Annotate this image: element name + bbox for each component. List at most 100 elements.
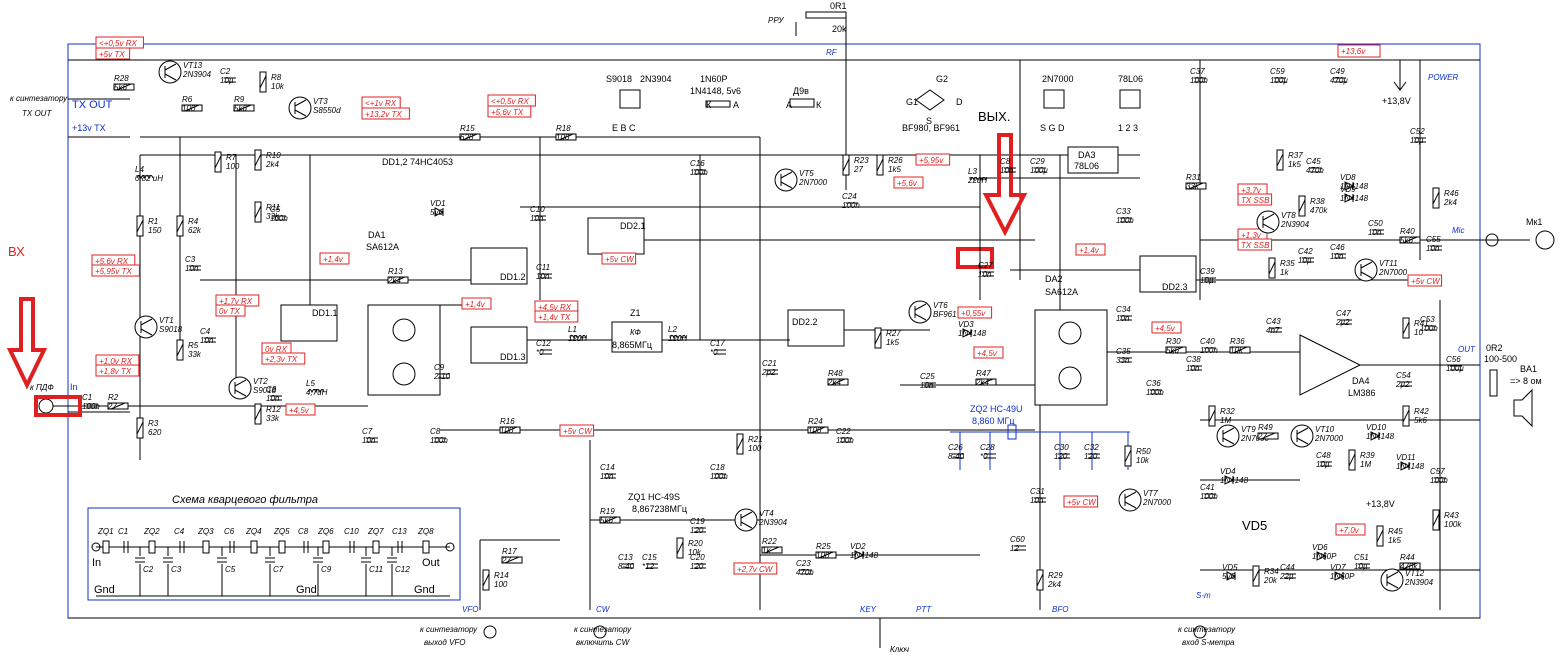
svg-text:S9018: S9018 xyxy=(606,74,632,84)
component-value: 10n xyxy=(600,472,614,481)
voltage-label: TX SSB xyxy=(1241,196,1270,205)
component-value: 1M xyxy=(1360,460,1371,469)
component-value: 10n xyxy=(530,214,544,223)
component-ref: C1 xyxy=(82,393,92,402)
component-value: 33k xyxy=(266,414,280,423)
voltage-label: +4,5v xyxy=(289,406,310,415)
component-value: 1k5 xyxy=(888,165,901,174)
component-value: 100n xyxy=(842,201,860,210)
pdf-port-label: к ПДФ xyxy=(30,383,54,392)
supply-box xyxy=(1337,44,1381,58)
component-ref: C4 xyxy=(200,327,211,336)
component-ref: VT5 xyxy=(799,169,814,178)
component-value: 1N4148 xyxy=(958,329,987,338)
component-value: 2N7000 xyxy=(1240,434,1270,443)
component-value: S9018 xyxy=(159,325,183,334)
component-value: 10n xyxy=(185,264,199,273)
voltage-label-box xyxy=(1407,274,1443,287)
component-value: 5v6 xyxy=(1222,572,1235,581)
filter-gnd-3: Gnd xyxy=(414,584,435,596)
filter-cap-c2: C2 xyxy=(135,547,154,596)
da2-chip xyxy=(1034,309,1108,406)
component-ref: R26 xyxy=(888,156,903,165)
z1-filter xyxy=(611,321,663,353)
filter-part-c8: C8 xyxy=(298,527,309,553)
voltage-label-box xyxy=(1063,495,1099,508)
svg-text:BF980, BF961: BF980, BF961 xyxy=(902,123,960,133)
component-ref: R18 xyxy=(556,124,571,133)
voltage-label-box xyxy=(95,364,140,377)
bfo-crystal-section xyxy=(950,424,1130,470)
component-value: 100 xyxy=(182,104,196,113)
voltage-label: TX SSB xyxy=(1241,241,1270,250)
component-ref: C43 xyxy=(1266,317,1281,326)
component-value: 1N4148 xyxy=(1366,432,1395,441)
component-ref: R3 xyxy=(148,419,159,428)
da4-opamp xyxy=(1299,334,1362,396)
component-ref: VT12 xyxy=(1405,569,1425,578)
voltage-label: +1,0v RX xyxy=(99,357,133,366)
svg-text:DD1.1: DD1.1 xyxy=(312,308,338,318)
component-ref: R14 xyxy=(494,571,509,580)
component-value: 10µ xyxy=(1316,460,1330,469)
component-value: 100n xyxy=(690,168,708,177)
component-value: 2N3904 xyxy=(758,518,788,527)
component-value: 100n xyxy=(1420,324,1438,333)
component-value: 100 xyxy=(500,426,514,435)
input-side-label: ВХ xyxy=(8,244,25,259)
svg-text:1N4148, 5v6: 1N4148, 5v6 xyxy=(690,86,741,96)
input-connector xyxy=(38,398,54,414)
voltage-label-box xyxy=(1151,321,1182,334)
component-ref: C8 xyxy=(430,427,441,436)
component-value: 5k6 xyxy=(1400,236,1413,245)
component-value: 2N7000 xyxy=(1378,268,1408,277)
filter-part-label: C4 xyxy=(174,527,185,536)
filter-part-label: ZQ4 xyxy=(245,527,262,536)
component-ref: VD10 xyxy=(1366,423,1387,432)
or2-value: 100-500 xyxy=(1484,354,1517,364)
filter-part-zq8: ZQ8 xyxy=(417,527,434,554)
component-value: 1N4148 xyxy=(1340,194,1369,203)
voltage-label: +5v CW xyxy=(563,427,593,436)
component-value: 620 xyxy=(148,428,162,437)
output-side-label: ВЫХ. xyxy=(978,109,1010,124)
component-ref: VT4 xyxy=(759,509,774,518)
voltage-label: +3,7v xyxy=(1241,186,1262,195)
voltage-label-box xyxy=(261,352,306,365)
component-value: 1N4148 xyxy=(1220,476,1249,485)
component-value: 1N4148 xyxy=(1340,182,1369,191)
dd12-caption: DD1,2 74HC4053 xyxy=(382,157,453,167)
dd12-switch xyxy=(470,247,528,285)
filter-part-zq5: ZQ5 xyxy=(273,527,290,554)
filter-part-label: C8 xyxy=(298,527,309,536)
voltage-label-box xyxy=(559,424,595,437)
component-value: 10n xyxy=(200,336,214,345)
component-value: 470k xyxy=(1400,562,1418,571)
vfo-caption-1: к синтезатору xyxy=(420,625,478,634)
filter-cap-label: C5 xyxy=(225,565,236,574)
input-connector-highlight xyxy=(34,395,82,417)
component-ref: C60 xyxy=(1010,535,1025,544)
ba1-value: => 8 ом xyxy=(1510,376,1542,386)
